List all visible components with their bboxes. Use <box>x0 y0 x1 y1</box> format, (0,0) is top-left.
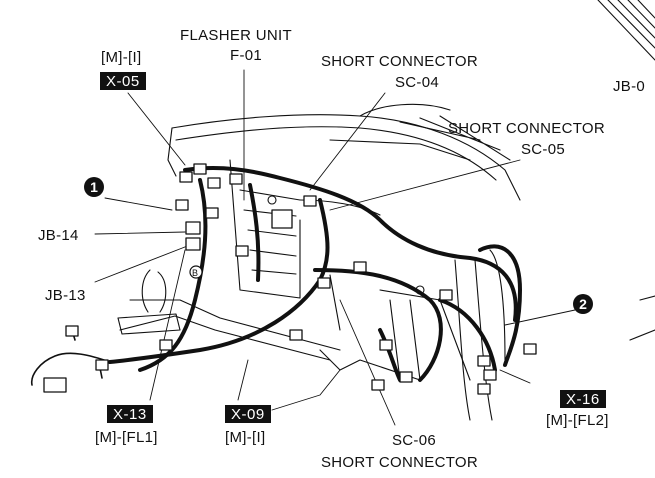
sc04-label: SC-04 <box>395 74 440 91</box>
sc05-title-label: SHORT CONNECTOR <box>448 120 606 137</box>
f01-label: F-01 <box>230 47 263 64</box>
m-fl2-label: [M]-[FL2] <box>546 412 609 429</box>
jb0-label: JB-0 <box>613 78 646 95</box>
floor-console <box>117 269 421 381</box>
x13-connector-tag: X-13 <box>107 405 153 423</box>
m-fl1-label: [M]-[FL1] <box>95 429 158 446</box>
sc06-label: SC-06 <box>392 432 437 449</box>
connectors <box>43 163 537 395</box>
m-i-top-label: [M]-[I] <box>101 49 142 66</box>
sc04-title-label: SHORT CONNECTOR <box>321 53 479 70</box>
flasher-unit-label: FLASHER UNIT <box>180 27 292 44</box>
dashboard-outline <box>167 103 521 299</box>
jb13-label: JB-13 <box>45 287 86 304</box>
x05-connector-tag: X-05 <box>100 72 146 90</box>
jb14-label: JB-14 <box>38 227 79 244</box>
m-i-bottom-label: [M]-[I] <box>225 429 266 446</box>
point-b-label: B <box>192 268 198 278</box>
x16-connector-tag: X-16 <box>560 390 606 408</box>
wire-harness <box>108 166 522 382</box>
callout-1-badge: 1 <box>84 177 104 197</box>
callout-2-badge: 2 <box>573 294 593 314</box>
sc05-label: SC-05 <box>521 141 566 158</box>
windshield-hatching <box>597 0 655 61</box>
sc06-title-label: SHORT CONNECTOR <box>321 454 479 471</box>
x09-connector-tag: X-09 <box>225 405 271 423</box>
lead-x13 <box>30 329 111 386</box>
